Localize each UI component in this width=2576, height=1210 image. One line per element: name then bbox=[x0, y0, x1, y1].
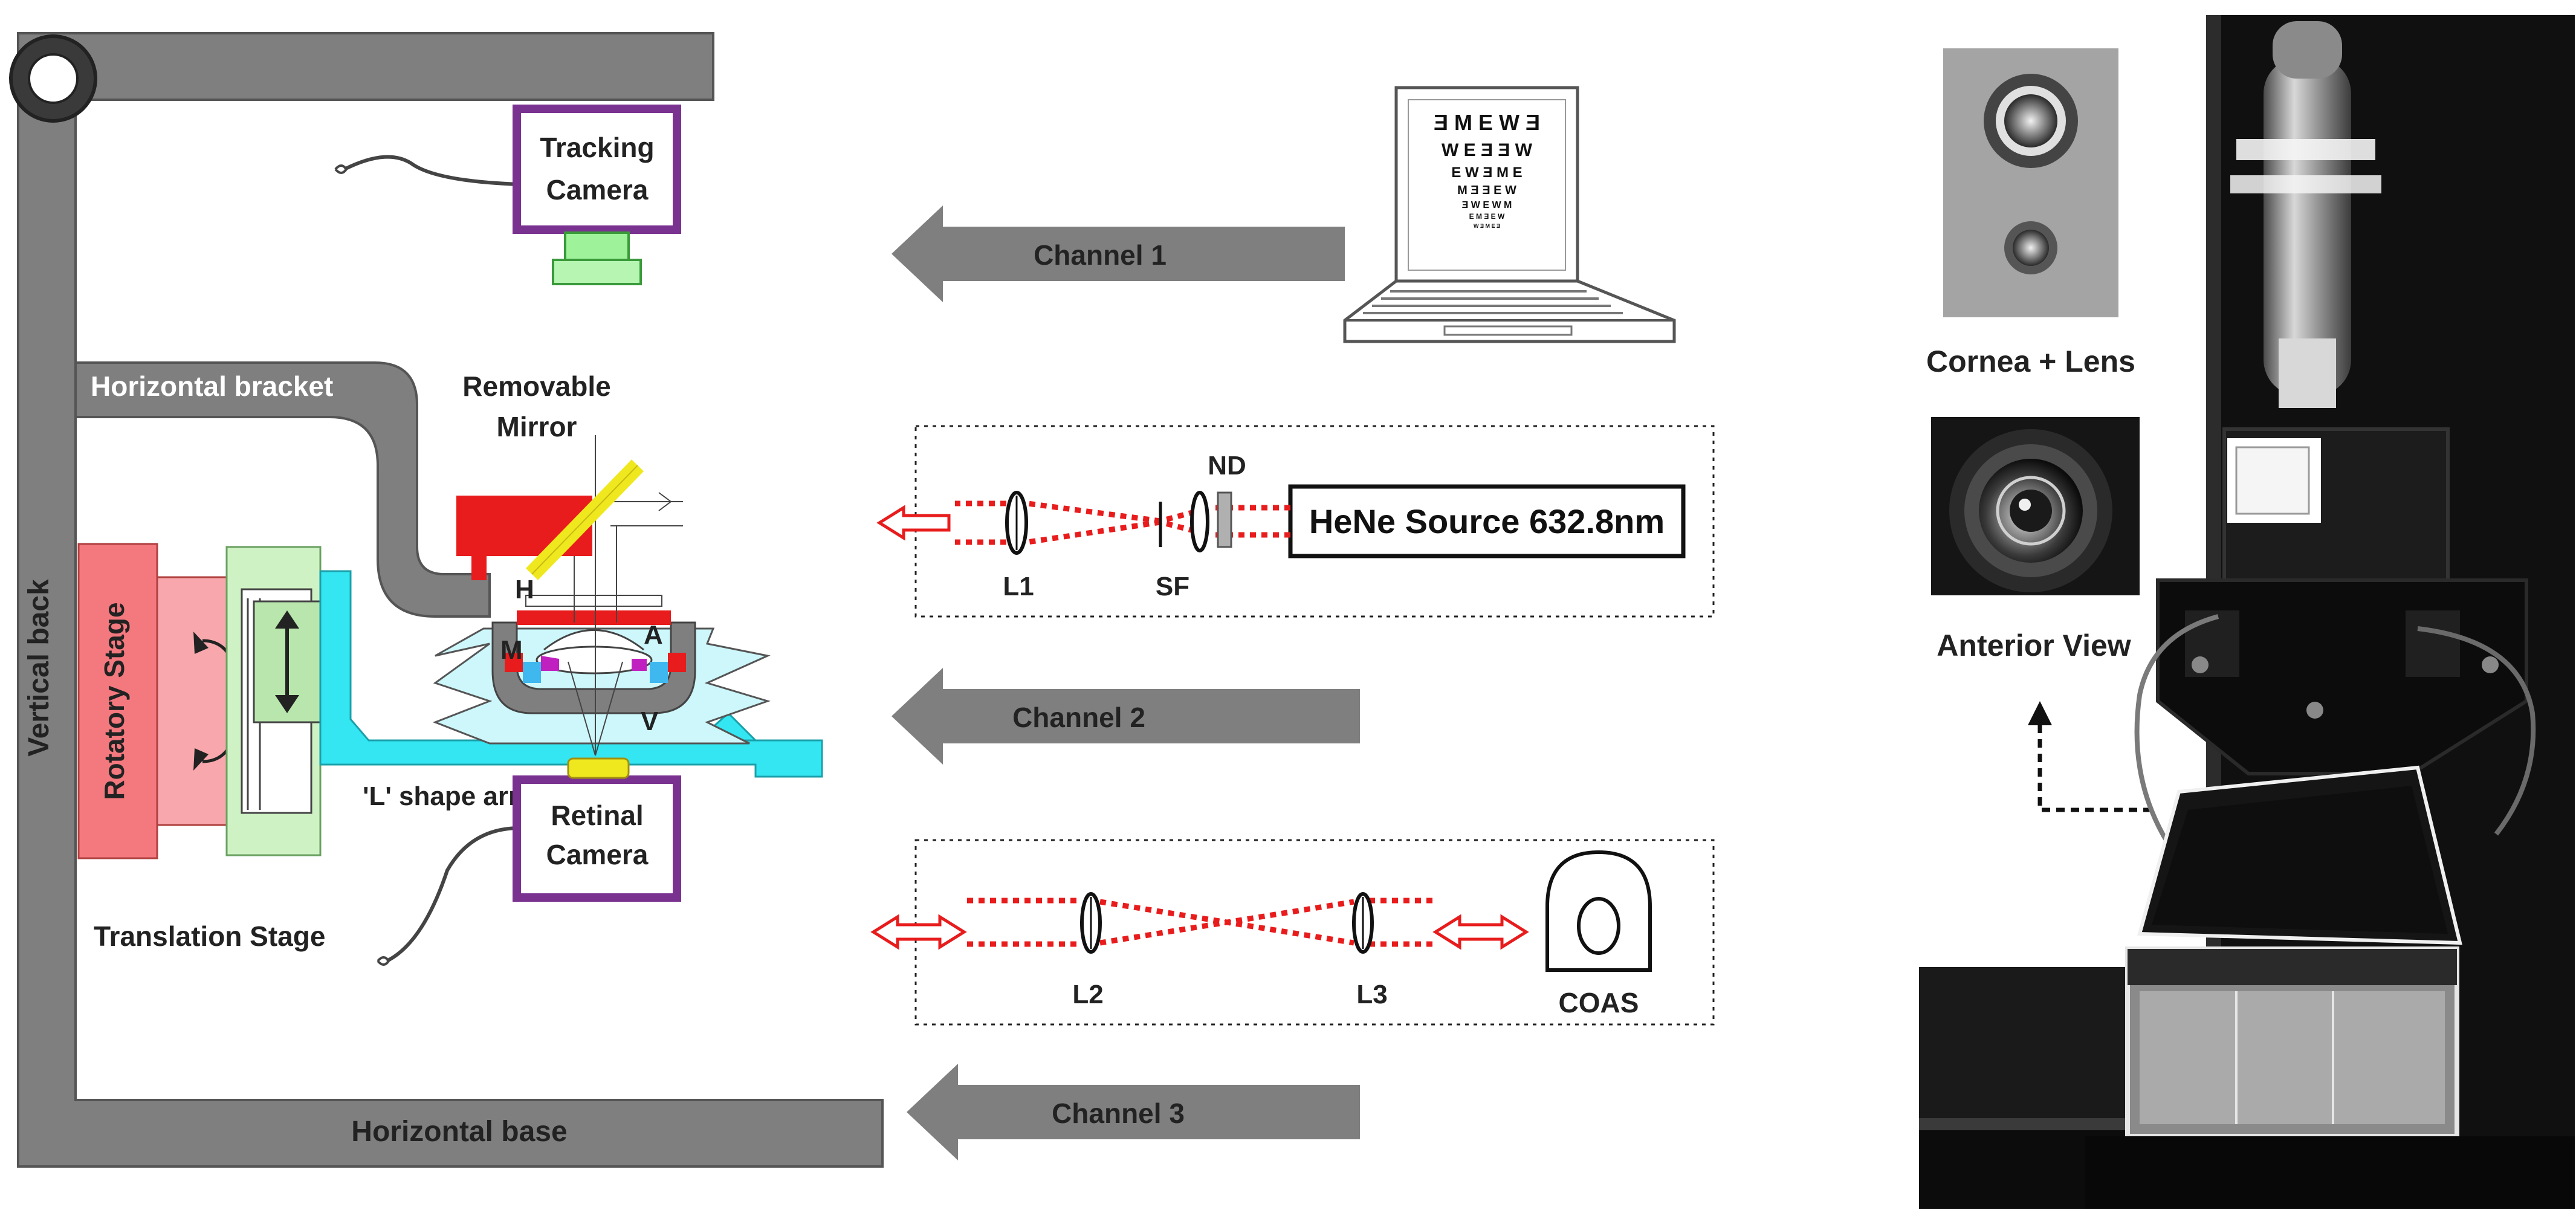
anterior-view-label: Anterior View bbox=[1937, 629, 2131, 662]
coas-beam bbox=[967, 898, 1432, 947]
translation-stage-label: Translation Stage bbox=[94, 920, 325, 952]
frame-body bbox=[17, 32, 884, 1168]
mirror-label-2: Mirror bbox=[497, 411, 577, 442]
mirror-mount bbox=[456, 496, 592, 580]
nd-label: ND bbox=[1208, 451, 1246, 480]
anterior-pointer-arrow bbox=[2037, 713, 2152, 812]
arm-label: 'L' shape arm bbox=[363, 781, 532, 811]
tracking-camera-label-1: Tracking bbox=[540, 132, 654, 163]
retinal-camera: Retinal Camera bbox=[377, 757, 681, 966]
tracking-camera-lens bbox=[564, 231, 630, 264]
coas-label: COAS bbox=[1559, 987, 1639, 1018]
laser-output-arrow-icon bbox=[876, 505, 951, 541]
frame: Vertical back Horizontal base bbox=[9, 32, 884, 1168]
hene-source bbox=[1288, 484, 1686, 558]
hene-source-label: HeNe Source 632.8nm bbox=[1309, 502, 1665, 540]
sf-label: SF bbox=[1156, 572, 1189, 601]
channel-2-label: Channel 2 bbox=[1012, 702, 1145, 733]
laser-path-box: HeNe Source 632.8nm ND SF L1 bbox=[876, 425, 1715, 618]
coas-left-arrow-icon bbox=[870, 914, 967, 950]
l2-label: L2 bbox=[1072, 980, 1103, 1009]
rotatory-stage-label: Rotatory Stage bbox=[99, 602, 130, 800]
cornea-lens-photo: Cornea + Lens bbox=[1926, 48, 2135, 378]
tracking-camera: Tracking Camera bbox=[334, 105, 681, 285]
cornea-lens bbox=[543, 629, 644, 651]
eye-chart: Ǝ M E W Ǝ W E Ǝ Ǝ W E W Ǝ M E M Ǝ Ǝ E W … bbox=[1434, 110, 1540, 229]
laptop-keyboard bbox=[1363, 290, 1623, 314]
eye-label-m: M bbox=[500, 635, 523, 665]
eye-label-h: H bbox=[515, 575, 534, 604]
bracket-body bbox=[74, 361, 491, 618]
channel-1-arrow: Channel 1 bbox=[892, 205, 1345, 302]
l3-label: L3 bbox=[1356, 980, 1387, 1009]
nd-lens bbox=[1190, 491, 1209, 552]
channel-3-label: Channel 3 bbox=[1052, 1098, 1185, 1129]
eye-chart-row: M Ǝ Ǝ E W bbox=[1457, 184, 1516, 197]
retinal-camera-lens bbox=[567, 757, 630, 779]
device-photo bbox=[1919, 15, 2575, 1209]
eye-label-v: V bbox=[641, 707, 659, 736]
eye-cup bbox=[491, 621, 696, 714]
coas-aperture bbox=[1577, 897, 1620, 955]
nd-filter bbox=[1217, 491, 1232, 548]
laptop-trackpad bbox=[1443, 325, 1573, 336]
l1-label: L1 bbox=[1003, 572, 1034, 601]
channel-3-arrow: Channel 3 bbox=[907, 1064, 1360, 1160]
mirror-label-1: Removable bbox=[462, 370, 610, 402]
holder-bar bbox=[517, 610, 671, 625]
eye-chart-row: W Ǝ M E Ǝ bbox=[1474, 223, 1500, 229]
eye-chart-row: Ǝ M E W Ǝ bbox=[1434, 110, 1540, 135]
rotatory-stage: Rotatory Stage bbox=[77, 543, 241, 859]
device-cable bbox=[2417, 626, 2536, 836]
retinal-camera-label-1: Retinal bbox=[551, 800, 643, 831]
vertical-back-label: Vertical back bbox=[23, 579, 55, 757]
anterior-view-photo: Anterior View bbox=[1931, 417, 2152, 812]
tracking-camera-cable bbox=[343, 155, 520, 186]
channel-1-label: Channel 1 bbox=[1034, 239, 1167, 271]
coas-path-box: L2 L3 COAS bbox=[870, 839, 1715, 1026]
arm-body bbox=[319, 570, 823, 778]
eye-chamber: Removable Mirror H M A V bbox=[432, 370, 771, 756]
eye-chart-row: W E Ǝ Ǝ W bbox=[1442, 140, 1533, 160]
channel-2-arrow: Channel 2 bbox=[892, 668, 1360, 765]
horizontal-bracket: Horizontal bracket bbox=[74, 361, 491, 618]
coas-right-arrow-icon bbox=[1432, 914, 1529, 950]
eye-chart-row: E W Ǝ M E bbox=[1451, 164, 1522, 181]
cornea-lens-label: Cornea + Lens bbox=[1926, 345, 2135, 378]
eye-chart-row: E M Ǝ E W bbox=[1469, 212, 1505, 221]
removable-mirror bbox=[525, 459, 644, 580]
retinal-camera-cable bbox=[386, 826, 520, 963]
horizontal-base-label: Horizontal base bbox=[351, 1116, 567, 1148]
tracking-camera-label-2: Camera bbox=[546, 174, 649, 205]
laptop: Ǝ M E W Ǝ W E Ǝ Ǝ W E W Ǝ M E M Ǝ Ǝ E W … bbox=[1343, 86, 1676, 343]
horizontal-bracket-label: Horizontal bracket bbox=[91, 370, 333, 402]
translation-stage: Translation Stage bbox=[94, 546, 325, 952]
retinal-camera-label-2: Camera bbox=[546, 839, 649, 870]
eye-label-a: A bbox=[644, 620, 663, 650]
eye-chart-row: Ǝ W E W M bbox=[1462, 200, 1512, 210]
